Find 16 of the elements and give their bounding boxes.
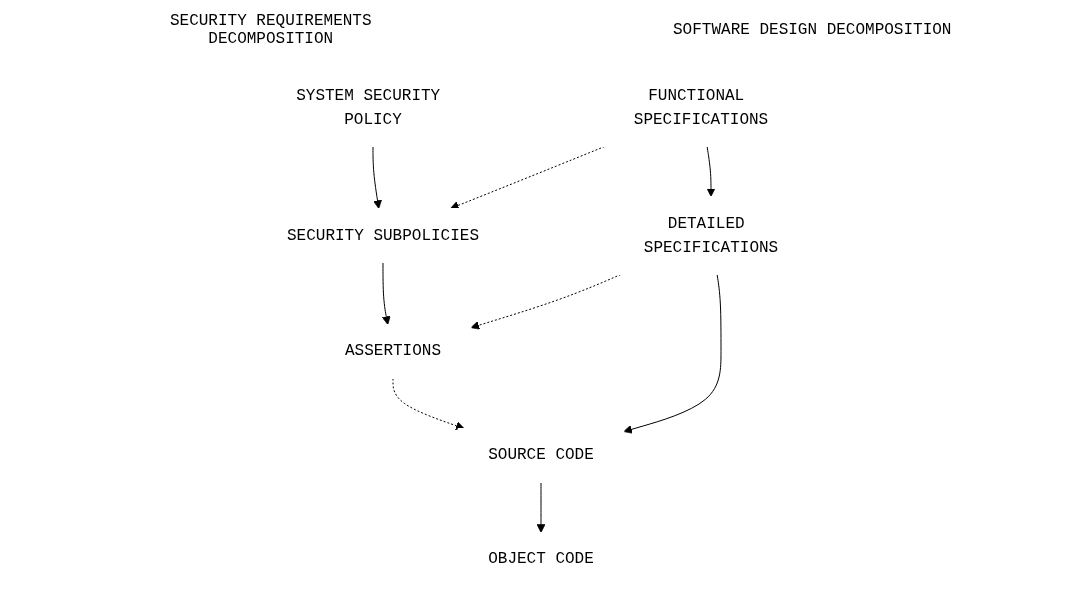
column-heading: SECURITY REQUIREMENTS DECOMPOSITION xyxy=(168,12,373,48)
arrow xyxy=(392,378,465,430)
arrow xyxy=(470,274,621,330)
arrow xyxy=(622,274,721,434)
arrow xyxy=(706,146,715,197)
node-text: SECURITY SUBPOLICIES xyxy=(286,226,479,245)
column-heading: SOFTWARE DESIGN DECOMPOSITION xyxy=(672,21,953,39)
node-text: FUNCTIONAL SPECIFICATIONS xyxy=(633,86,768,129)
node-text: ASSERTIONS xyxy=(344,342,441,361)
node-text: SYSTEM SECURITY POLICY xyxy=(295,86,440,129)
arrow xyxy=(381,262,391,325)
arrow xyxy=(372,146,382,209)
arrow xyxy=(536,482,545,533)
node-text: OBJECT CODE xyxy=(487,550,594,569)
node-text: DETAILED SPECIFICATIONS xyxy=(643,214,778,257)
node-text: SOURCE CODE xyxy=(487,446,594,465)
